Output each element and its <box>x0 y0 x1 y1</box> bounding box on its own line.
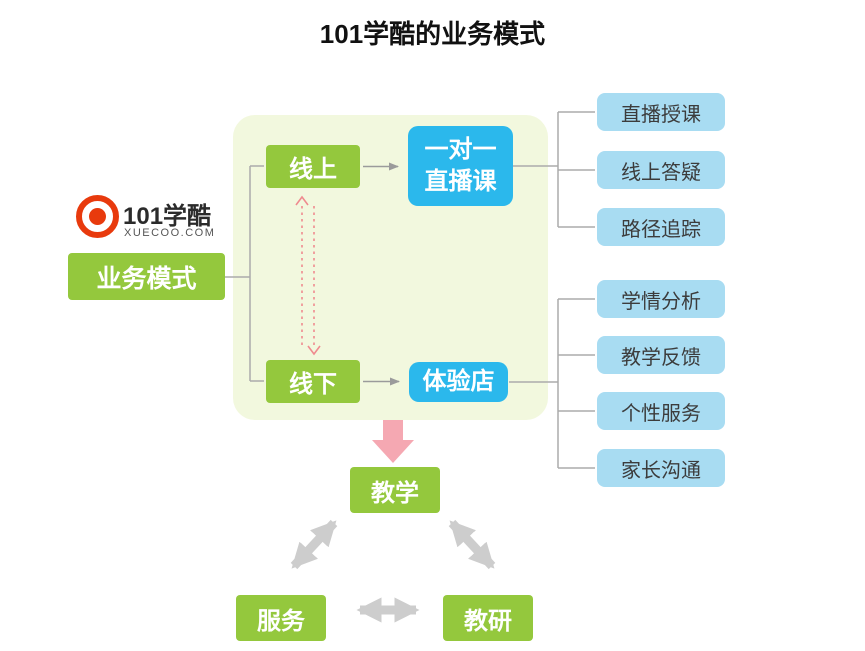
feature-path-tracking: 路径追踪 <box>597 208 725 246</box>
feature-teaching-feedback: 教学反馈 <box>597 336 725 374</box>
page-title: 101学酷的业务模式 <box>319 19 546 49</box>
node-service: 服务 <box>236 595 326 641</box>
pink-down-arrow-icon <box>372 420 414 463</box>
node-offline: 线下 <box>266 360 360 403</box>
logo-brand-text: 101学酷 <box>123 203 212 230</box>
teaching-research-arrow <box>448 519 496 570</box>
feature-online-qa: 线上答疑 <box>597 151 725 189</box>
logo-domain-text: XUECOO.COM <box>124 227 216 239</box>
node-business-model: 业务模式 <box>68 253 225 300</box>
node-one-on-one-live-class: 一对一 直播课 <box>408 126 513 206</box>
node-online: 线上 <box>266 145 360 188</box>
teaching-service-arrow <box>290 519 338 570</box>
feature-live-teaching: 直播授课 <box>597 93 725 131</box>
node-teaching: 教学 <box>350 467 440 513</box>
feature-personal-service: 个性服务 <box>597 392 725 430</box>
node-experience-store: 体验店 <box>409 362 508 402</box>
node-teaching-research: 教研 <box>443 595 533 641</box>
feature-learning-analysis: 学情分析 <box>597 280 725 318</box>
logo-mark-icon <box>76 195 119 238</box>
feature-parent-communication: 家长沟通 <box>597 449 725 487</box>
